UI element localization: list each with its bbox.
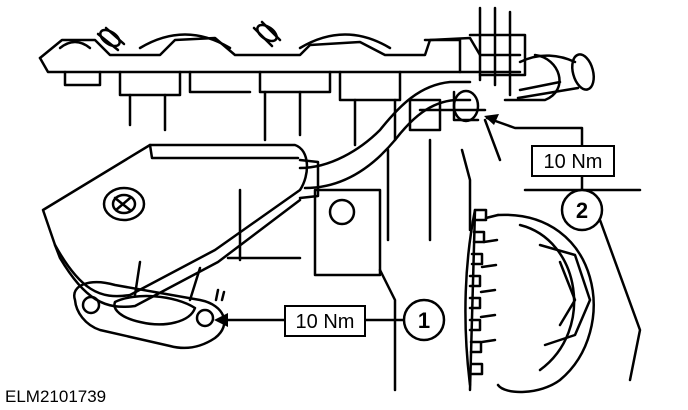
pickup-tube: [298, 80, 480, 200]
leader-line-2: [485, 116, 584, 147]
arrowhead-2: [484, 114, 499, 125]
bolt-icon: [195, 308, 215, 328]
callout-number-2: 2: [576, 198, 588, 223]
callout-2: 10 Nm 2: [531, 145, 615, 232]
engine-block: [38, 20, 522, 392]
callout-1: 10 Nm 1: [284, 298, 446, 342]
torque-label-box: [284, 305, 366, 337]
pipe-assembly: [418, 6, 595, 242]
oil-strainer: [41, 143, 309, 308]
bolt-icon: [81, 295, 101, 315]
torque-label-box: [531, 145, 615, 177]
crankshaft-pulley: [464, 188, 642, 394]
callout-number-1: 1: [418, 308, 430, 333]
callout-number-circle: [402, 298, 446, 342]
arrowhead-1: [214, 313, 228, 327]
callout-number-circle: [560, 188, 604, 232]
torque-label-2: 10 Nm: [544, 151, 603, 173]
pickup-flange: [73, 260, 226, 350]
figure-reference: ELM2101739: [5, 387, 106, 406]
torque-label-1: 10 Nm: [296, 311, 355, 333]
